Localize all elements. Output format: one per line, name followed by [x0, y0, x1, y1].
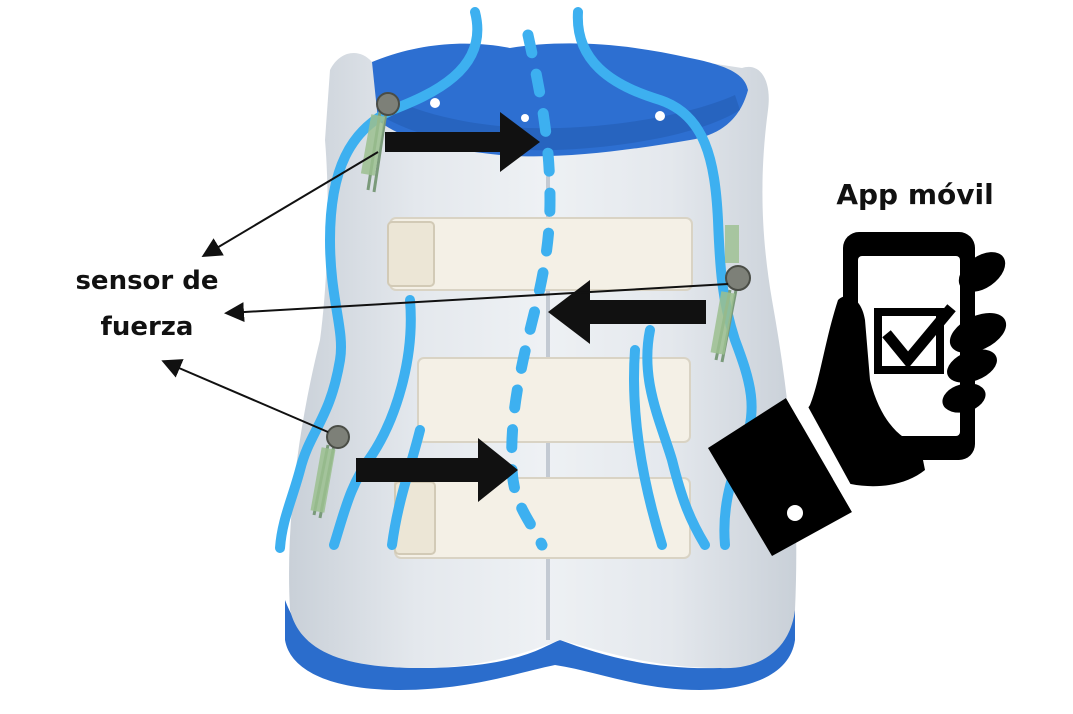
finger [949, 313, 1007, 353]
hand-holding-phone-icon [708, 232, 1007, 556]
contour-right-inner [642, 325, 710, 550]
strap-middle [417, 357, 691, 443]
hand-palm [795, 296, 925, 487]
sensor-pointer-lines [161, 151, 729, 433]
force-sensor-top-left [360, 92, 400, 193]
spine-dashed-line [506, 29, 556, 551]
sensor-label-line2: fuerza [100, 312, 194, 342]
brace-bottom-rim [285, 600, 795, 690]
force-arrow-right-bottom [356, 438, 518, 502]
finger [958, 252, 1006, 292]
collar-hole [655, 111, 665, 121]
force-sensor-icon [376, 92, 400, 116]
force-sensor-icon [326, 425, 350, 449]
sensor-label-line1: sensor de [75, 266, 219, 296]
force-sensor-bottom-left [310, 425, 350, 519]
hand-sleeve [708, 398, 852, 556]
force-sensor-right [710, 225, 751, 363]
finger [947, 349, 997, 383]
pointer-line-middle [224, 283, 729, 323]
app-label: App móvil [836, 178, 994, 211]
sleeve-button [787, 505, 803, 521]
force-arrow-right-top [385, 112, 540, 172]
collar-hole [430, 98, 440, 108]
checkbox-check-icon [874, 304, 956, 374]
force-arrow-left-middle [548, 280, 706, 344]
finger [942, 383, 986, 413]
strap-top-tab [387, 221, 435, 287]
body-contour-lines [275, 7, 757, 553]
correction-arrows [356, 112, 706, 502]
contour-left-inner [329, 295, 416, 550]
pointer-line-top [201, 151, 379, 258]
contour-left-outer [275, 7, 483, 553]
pointer-line-bottom [161, 359, 329, 433]
force-sensor-icon [725, 265, 751, 291]
contour-left-inner-2 [387, 425, 425, 550]
contour-right-inner-2 [629, 345, 667, 550]
collar-hole [521, 114, 529, 122]
